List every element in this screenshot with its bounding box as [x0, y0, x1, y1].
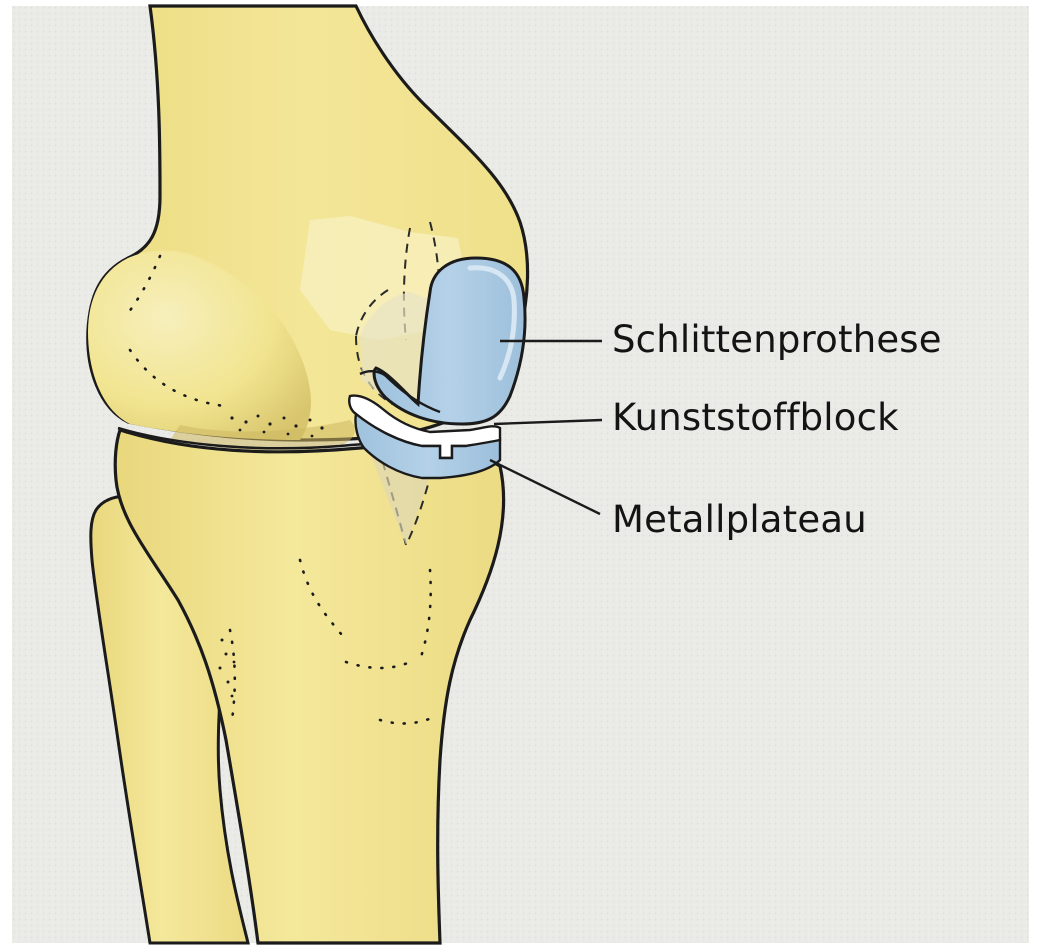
- label-kunststoffblock: Kunststoffblock: [612, 396, 899, 439]
- label-schlittenprothese: Schlittenprothese: [612, 318, 942, 361]
- label-metallplateau: Metallplateau: [612, 498, 867, 541]
